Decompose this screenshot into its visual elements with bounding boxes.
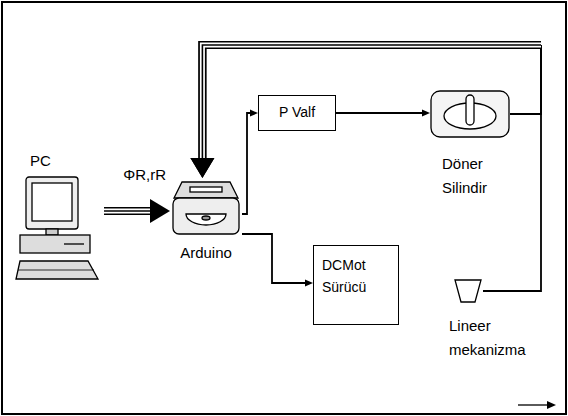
bus-line: [202, 45, 541, 166]
signal-connector: [242, 234, 313, 287]
bus-line: [202, 45, 541, 166]
actuator-icon-drawing: [430, 90, 510, 138]
signal-connector: [190, 45, 541, 178]
signal-line: [483, 45, 541, 291]
bus-line: [104, 207, 158, 215]
computer-icon-drawing: [14, 175, 100, 287]
controller-icon: Arduino: [170, 178, 242, 263]
signal-line: [242, 113, 253, 214]
node-label: Döner Silindir: [430, 138, 512, 200]
bus-line: [104, 210, 158, 212]
arrowhead: [305, 280, 313, 287]
signal-line: [336, 112, 425, 114]
arrowhead: [250, 110, 258, 117]
arrowhead: [190, 158, 214, 178]
actuator-icon: Döner Silindir: [430, 90, 512, 200]
arrowhead: [150, 199, 170, 223]
node-label: P Valf: [265, 104, 329, 122]
arrowhead: [190, 158, 214, 178]
node-label: PC: [14, 152, 104, 175]
mechanism-icon: Lineer mekanizma: [445, 278, 541, 362]
signal-connector: [242, 110, 258, 215]
signal-label: ΦR,rR: [121, 166, 168, 183]
node-label: DCMot Sürücü: [314, 246, 398, 305]
bus-line: [202, 45, 541, 166]
process-box: P Valf: [258, 95, 336, 131]
motion-arrow: [518, 401, 556, 409]
node-label: Lineer mekanizma: [445, 304, 541, 362]
signal-line: [510, 45, 541, 114]
bus-line: [104, 209, 158, 214]
bus-line: [202, 45, 541, 166]
arrowhead: [422, 110, 430, 117]
bus-line: [202, 45, 541, 166]
controller-icon-drawing: [170, 178, 242, 238]
signal-line: [242, 234, 308, 283]
signal-connector: [104, 199, 170, 223]
driver-box: DCMot Sürücü: [313, 245, 399, 325]
node-label: Arduino: [170, 238, 242, 263]
signal-connector: [336, 110, 430, 117]
mechanism-icon-drawing: [453, 278, 483, 304]
bus-line: [202, 45, 541, 166]
computer-icon: PC: [14, 152, 104, 287]
